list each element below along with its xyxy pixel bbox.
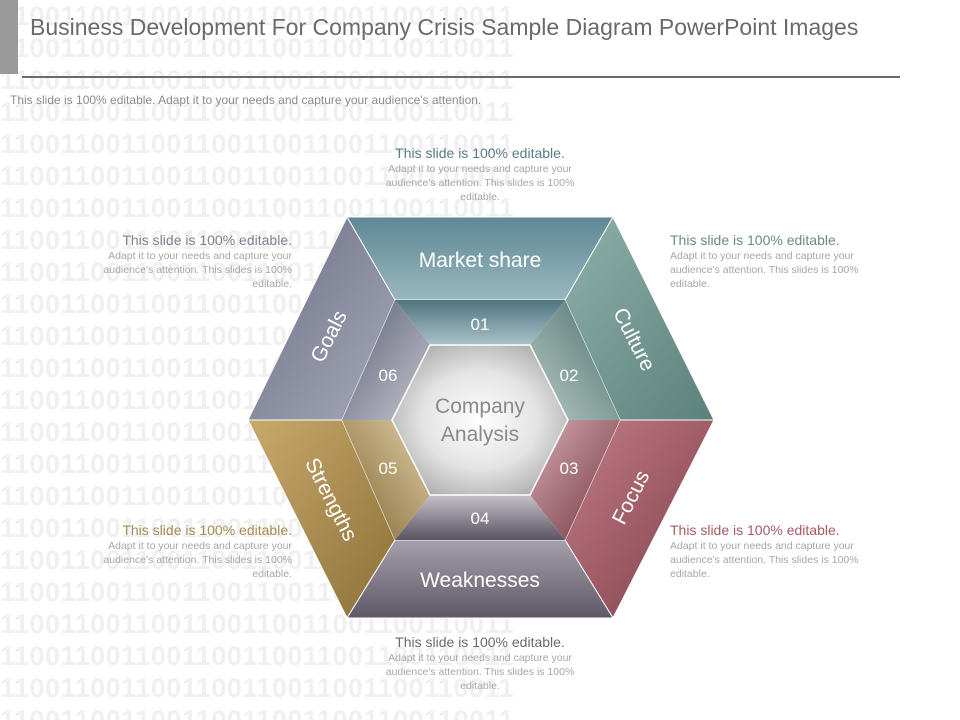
note-top: This slide is 100% editable. Adapt it to… [370,145,590,204]
note-bottom-left-body: Adapt it to your needs and capture your … [103,540,292,580]
segment-number-05: 05 [379,459,398,478]
note-top-body: Adapt it to your needs and capture your … [385,163,575,203]
segment-label-market-share: Market share [419,249,542,272]
segment-label-weaknesses: Weaknesses [420,569,540,592]
inner-segment-04 [395,495,565,540]
note-top-left-body: Adapt it to your needs and capture your … [103,250,292,290]
segment-number-06: 06 [379,366,398,385]
note-bottom-left: This slide is 100% editable. Adapt it to… [72,522,292,581]
note-top-right-heading: This slide is 100% editable. [670,232,840,248]
inner-segment-03 [530,420,620,540]
note-top-right-body: Adapt it to your needs and capture your … [670,250,859,290]
note-top-right: This slide is 100% editable. Adapt it to… [670,232,890,291]
segment-number-03: 03 [560,459,579,478]
note-bottom-right-body: Adapt it to your needs and capture your … [670,540,859,580]
note-bottom-heading: This slide is 100% editable. [395,634,565,650]
segment-number-01: 01 [471,315,490,334]
center-label-line1: Company [435,395,525,418]
inner-segment-05 [342,420,430,540]
segment-number-02: 02 [560,366,579,385]
segment-number-04: 04 [471,509,490,528]
note-top-heading: This slide is 100% editable. [395,145,565,161]
inner-segment-02 [530,300,620,420]
inner-segment-06 [342,300,430,420]
title-accent-bar [0,0,18,74]
note-bottom-body: Adapt it to your needs and capture your … [385,652,575,692]
slide-subtitle: This slide is 100% editable. Adapt it to… [10,93,482,107]
note-top-left-heading: This slide is 100% editable. [122,232,292,248]
note-bottom-right-heading: This slide is 100% editable. [670,522,840,538]
slide-title: Business Development For Company Crisis … [30,14,859,40]
title-divider [22,76,900,78]
center-hexagon [391,344,569,496]
note-top-left: This slide is 100% editable. Adapt it to… [72,232,292,291]
note-bottom: This slide is 100% editable. Adapt it to… [370,634,590,693]
center-label-line2: Analysis [441,423,519,446]
note-bottom-left-heading: This slide is 100% editable. [122,522,292,538]
inner-segment-01 [395,300,565,345]
note-bottom-right: This slide is 100% editable. Adapt it to… [670,522,890,581]
